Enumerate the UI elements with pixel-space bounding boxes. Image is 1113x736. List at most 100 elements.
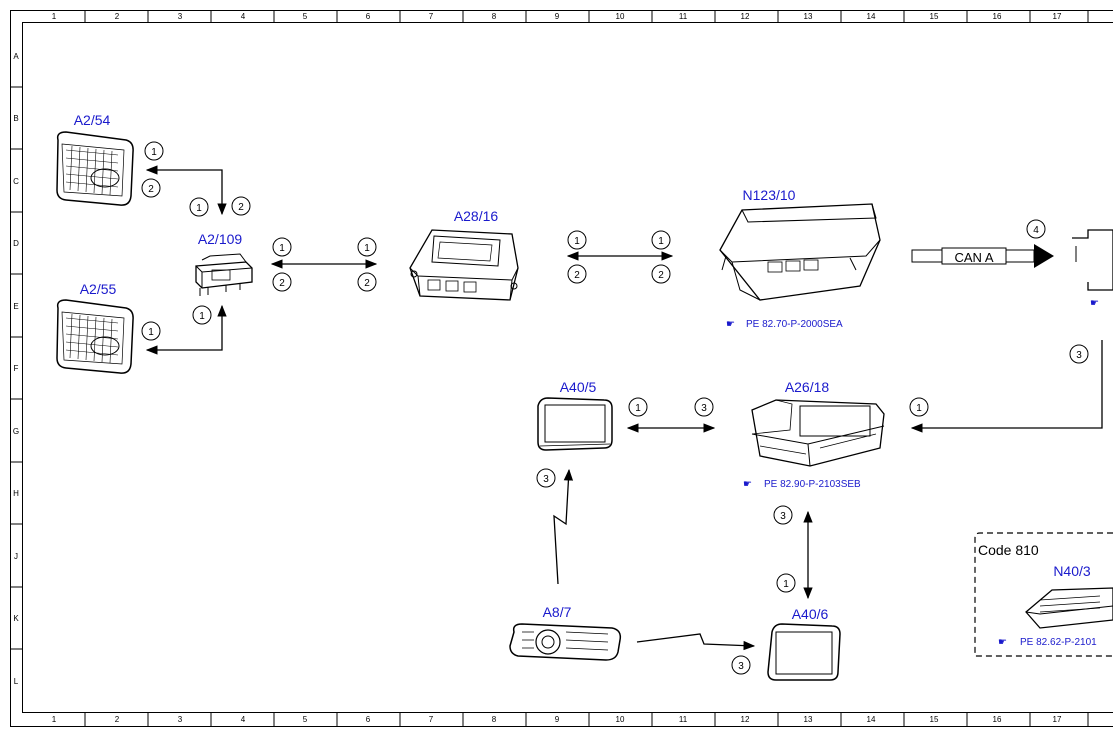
num-circle: 1	[651, 230, 671, 250]
row-label: A	[13, 52, 19, 61]
num-text: 3	[543, 474, 549, 485]
column-label: 16	[993, 12, 1002, 21]
column-label: 5	[303, 715, 308, 724]
drawing-frame	[22, 22, 1113, 713]
sheet-frame	[10, 10, 1113, 727]
column-label: 9	[555, 12, 560, 21]
num-text: 3	[738, 661, 744, 672]
row-grid	[10, 86, 22, 650]
label-a40-6: A40/6	[792, 606, 829, 622]
code-810-label: Code 810	[978, 542, 1039, 558]
conn-a87-a406	[636, 633, 756, 651]
conn-right-a2618	[910, 340, 1103, 433]
num-circle: 4	[1026, 219, 1046, 239]
num-circle: 1	[357, 237, 377, 257]
num-text: 4	[1033, 225, 1039, 236]
can-a-label: CAN A	[954, 250, 993, 265]
num-circle: 1	[141, 321, 161, 341]
num-text: 1	[196, 203, 202, 214]
num-circle: 1	[144, 141, 164, 161]
num-text: 1	[148, 327, 154, 338]
label-a26-18: A26/18	[785, 379, 830, 395]
column-label: 15	[930, 12, 939, 21]
ref-icon: ☛	[998, 637, 1007, 648]
column-label: 12	[741, 715, 750, 724]
can-a-bus	[911, 244, 1054, 268]
num-circle: 2	[651, 264, 671, 284]
conn-a255-a2109	[145, 304, 227, 355]
column-label: 15	[930, 715, 939, 724]
label-a2-109: A2/109	[198, 231, 243, 247]
column-label: 11	[679, 12, 688, 21]
num-circle: 3	[773, 505, 793, 525]
column-label: 1	[52, 715, 57, 724]
num-text: 3	[780, 511, 786, 522]
ref-a26-18[interactable]: ☛ PE 82.90-P-2103SEB	[743, 479, 861, 490]
num-circle: 2	[357, 272, 377, 292]
a40-5-display	[537, 397, 613, 451]
label-a2-55: A2/55	[80, 281, 117, 297]
num-circle: 1	[192, 305, 212, 325]
num-text: 2	[148, 184, 154, 195]
num-text: 1	[199, 311, 205, 322]
a2-109-module	[195, 253, 253, 296]
right-edge-module	[1072, 229, 1113, 291]
column-label: 2	[115, 715, 120, 724]
num-circle: 3	[1069, 344, 1089, 364]
n40-3-amplifier	[1025, 587, 1113, 629]
a8-7-remote	[509, 623, 622, 661]
num-text: 2	[279, 278, 285, 289]
num-text: 2	[574, 270, 580, 281]
column-label: 9	[555, 715, 560, 724]
column-label: 10	[616, 715, 625, 724]
row-label: L	[14, 677, 19, 686]
num-text: 2	[364, 278, 370, 289]
ref-n123-10[interactable]: ☛ PE 82.70-P-2000SEA	[726, 319, 843, 330]
column-label: 14	[867, 12, 876, 21]
num-text: 1	[574, 236, 580, 247]
a2-55-lamp	[56, 299, 134, 374]
row-label: E	[13, 302, 18, 311]
column-label: 6	[366, 715, 371, 724]
column-label: 16	[993, 715, 1002, 724]
num-text: 1	[279, 243, 285, 254]
num-text: 3	[1076, 350, 1082, 361]
num-circle: 3	[731, 655, 751, 675]
column-label: 5	[303, 12, 308, 21]
column-label: 17	[1053, 715, 1062, 724]
num-text: 1	[635, 403, 641, 414]
column-label: 2	[115, 12, 120, 21]
a2-54-lamp	[56, 131, 134, 206]
label-a40-5: A40/5	[560, 379, 597, 395]
num-circle: 1	[909, 397, 929, 417]
label-n40-3: N40/3	[1053, 563, 1091, 579]
column-label: 13	[804, 715, 813, 724]
column-label: 8	[492, 12, 497, 21]
column-label: 10	[616, 12, 625, 21]
label-a2-54: A2/54	[74, 112, 111, 128]
num-text: 2	[658, 270, 664, 281]
row-label: J	[14, 552, 18, 561]
column-label: 11	[679, 715, 688, 724]
column-label: 13	[804, 12, 813, 21]
num-circle: 1	[628, 397, 648, 417]
num-text: 1	[783, 579, 789, 590]
label-a8-7: A8/7	[543, 604, 572, 620]
conn-a87-a405	[553, 468, 574, 585]
num-circle: 1	[776, 573, 796, 593]
row-label: D	[13, 239, 19, 248]
n123-10-module	[719, 203, 881, 301]
column-label: 6	[366, 12, 371, 21]
row-label: C	[13, 177, 19, 186]
ref-icon-right: ☛	[1090, 298, 1099, 309]
ref-n40-3[interactable]: ☛ PE 82.62-P-2101	[998, 637, 1097, 648]
num-text: 1	[916, 403, 922, 414]
column-label: 12	[741, 12, 750, 21]
num-circle: 2	[567, 264, 587, 284]
num-circle: 1	[272, 237, 292, 257]
num-text: 2	[238, 202, 244, 213]
ref-icon: ☛	[726, 319, 735, 330]
